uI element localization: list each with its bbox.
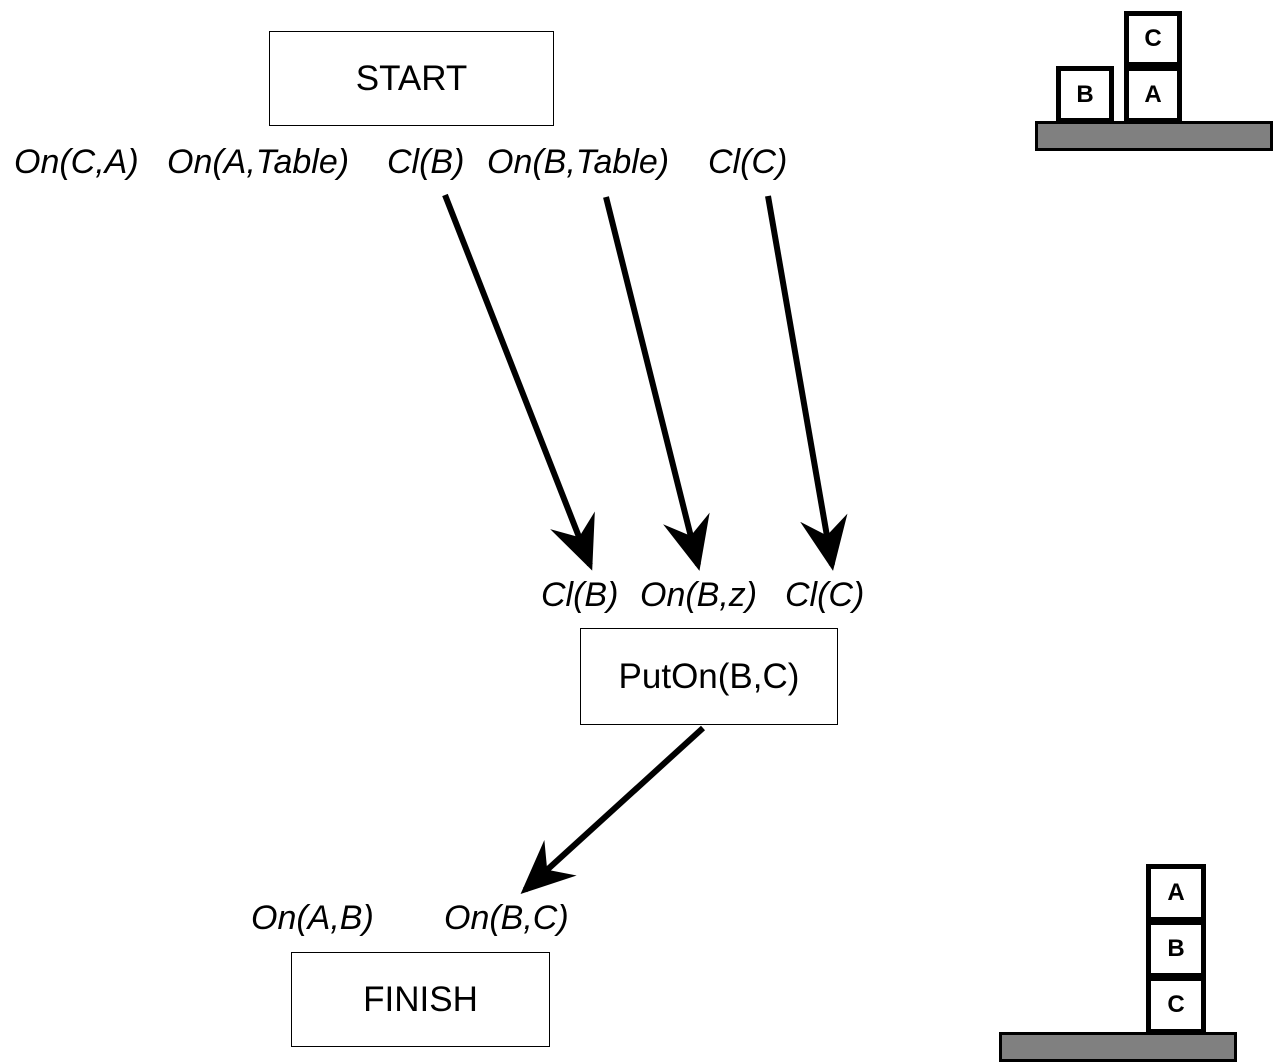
finish-node: FINISH: [291, 952, 550, 1047]
start-effect: Cl(C): [708, 143, 788, 181]
block-c: C: [1124, 11, 1182, 67]
block-a: A: [1124, 66, 1182, 123]
link-onb: [603, 196, 710, 571]
start-effect: Cl(B): [387, 143, 465, 181]
table-surface: [1035, 121, 1273, 151]
finish-precondition: On(B,C): [444, 899, 569, 937]
action-precondition: Cl(C): [785, 576, 865, 614]
start-label: START: [355, 58, 468, 98]
start-node: START: [269, 31, 554, 126]
link-clb: [442, 193, 595, 571]
action-precondition: On(B,z): [640, 576, 758, 614]
finish-precondition: On(A,B): [251, 899, 374, 937]
block-a: A: [1146, 864, 1206, 922]
action-node: PutOn(B,C): [580, 628, 838, 725]
finish-label: FINISH: [363, 979, 478, 1019]
start-effect: On(B,Table): [487, 143, 670, 181]
link-onbc: [520, 725, 706, 895]
action-label: PutOn(B,C): [618, 656, 800, 696]
table-surface: [999, 1032, 1237, 1062]
block-b: B: [1146, 920, 1206, 978]
block-b: B: [1056, 66, 1114, 123]
block-c: C: [1146, 976, 1206, 1034]
action-precondition: Cl(B): [541, 576, 619, 614]
start-effect: On(A,Table): [167, 143, 350, 181]
link-clc: [765, 195, 848, 571]
start-effect: On(C,A): [14, 143, 139, 181]
